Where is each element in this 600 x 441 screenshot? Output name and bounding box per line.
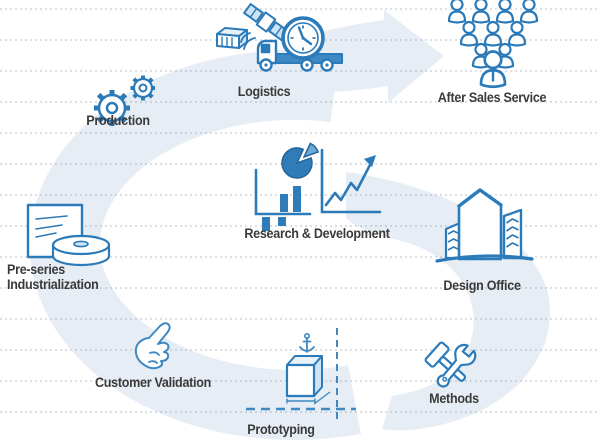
gears-icon bbox=[94, 75, 155, 126]
buildings-icon bbox=[435, 188, 534, 263]
stage-label-production: Production bbox=[86, 113, 150, 128]
stage-label-preseries-industrialization: Pre-series Industrialization bbox=[7, 262, 99, 292]
cube-dimension-icon bbox=[246, 328, 356, 424]
exit-arrow-icon bbox=[290, 10, 444, 103]
pie-bar-line-charts-icon bbox=[254, 142, 382, 231]
stage-label-design-office: Design Office bbox=[443, 278, 521, 293]
truck-clock-icon bbox=[256, 16, 343, 72]
stage-label-customer-validation: Customer Validation bbox=[94, 375, 212, 390]
document-disc-icon bbox=[26, 203, 111, 267]
stage-label-prototyping: Prototyping bbox=[247, 422, 315, 437]
thumbs-up-icon bbox=[134, 322, 171, 370]
stage-label-research-development: Research & Development bbox=[244, 226, 390, 241]
stage-label-logistics: Logistics bbox=[237, 84, 291, 99]
stage-label-after-sales-service: After Sales Service bbox=[437, 90, 547, 105]
team-pyramid-icon bbox=[447, 0, 539, 89]
stage-label-preseries-line1: Pre-series bbox=[7, 262, 65, 277]
stage-label-methods: Methods bbox=[429, 391, 479, 406]
stage-label-preseries-line2: Industrialization bbox=[7, 277, 99, 292]
hammer-wrench-icon bbox=[424, 341, 477, 388]
